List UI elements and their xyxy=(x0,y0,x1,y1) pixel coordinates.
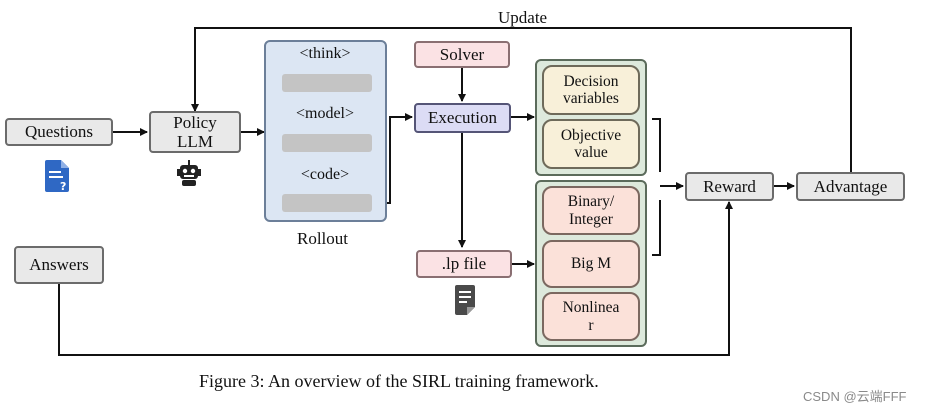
policy-label: Policy xyxy=(173,112,217,132)
update-label: Update xyxy=(498,8,548,27)
think-placeholder-bar xyxy=(282,74,372,92)
llm-label: LLM xyxy=(177,132,213,151)
integer-label: Integer xyxy=(569,210,613,228)
watermark: CSDN @云端FFF xyxy=(803,389,907,404)
nonlinear-node: Nonlinea r xyxy=(542,292,640,341)
questions-node: Questions xyxy=(5,118,113,146)
decision-variables-node: Decision variables xyxy=(542,65,640,115)
objective-label: Objective xyxy=(560,126,622,144)
binary-label: Binary/ xyxy=(567,193,615,211)
solver-node: Solver xyxy=(414,41,510,68)
decision-label: Decision xyxy=(563,72,619,90)
policy-llm-node: Policy LLM xyxy=(149,111,241,153)
value-label: value xyxy=(574,144,608,161)
lp-file-node: .lp file xyxy=(416,250,512,278)
reward-node: Reward xyxy=(685,172,774,201)
think-tag: <think> xyxy=(299,45,351,62)
code-placeholder-bar xyxy=(282,194,372,212)
nonlinea-label: Nonlinea xyxy=(562,299,620,317)
figure-caption: Figure 3: An overview of the SIRL traini… xyxy=(199,371,599,391)
code-tag: <code> xyxy=(300,166,350,183)
binary-integer-node: Binary/ Integer xyxy=(542,186,640,235)
update-arrow xyxy=(191,27,852,172)
robot-icon xyxy=(176,160,202,186)
file-document-icon xyxy=(455,285,475,315)
results-bracket xyxy=(652,118,661,172)
rollout-label: Rollout xyxy=(297,229,349,248)
svg-text:?: ? xyxy=(60,180,66,192)
answers-node: Answers xyxy=(14,246,104,284)
variables-label: variables xyxy=(563,90,619,107)
execution-node: Execution xyxy=(414,103,511,133)
big-m-node: Big M xyxy=(542,240,640,288)
answers-to-reward-arrow xyxy=(58,201,733,356)
model-placeholder-bar xyxy=(282,134,372,152)
advantage-node: Advantage xyxy=(796,172,905,201)
model-tag: <model> xyxy=(295,105,355,122)
rollout-panel xyxy=(264,40,387,222)
objective-value-node: Objective value xyxy=(542,119,640,169)
constraints-bracket xyxy=(652,200,661,256)
nonlinear-r-label: r xyxy=(588,316,594,334)
document-question-icon: ? xyxy=(45,160,69,193)
